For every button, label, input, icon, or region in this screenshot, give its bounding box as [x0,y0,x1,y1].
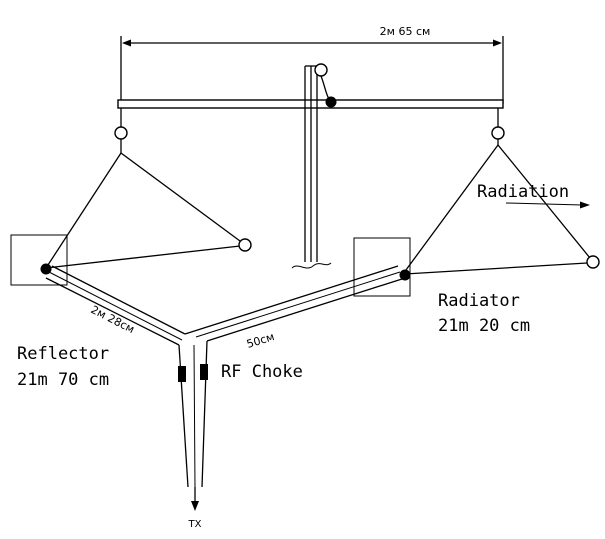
mast [291,63,337,269]
radiator-insulator-box [353,237,411,297]
rf-choke [178,364,208,382]
reflector-support-rope [45,108,252,269]
reflector-label: Reflector [17,344,109,364]
reflector-insulator-box [10,234,68,286]
boom-dimension: 2м 65 см [120,25,504,104]
feed-arm-left [40,263,186,346]
feed-right-length-label: 50см [245,330,276,351]
feed-arm-right [184,265,411,342]
radiator-support-rope [402,108,600,275]
reflector-length: 21m 70 cm [17,370,109,390]
radiator-length: 21m 20 cm [438,316,530,336]
tx-label: TX [188,519,202,530]
radiation-arrow [505,201,590,209]
radiation-label: Radiation [477,182,569,202]
boom-length-label: 2м 65 см [380,25,431,38]
rf-choke-label: RF Choke [221,362,303,382]
radiator-label: Radiator [438,291,520,311]
